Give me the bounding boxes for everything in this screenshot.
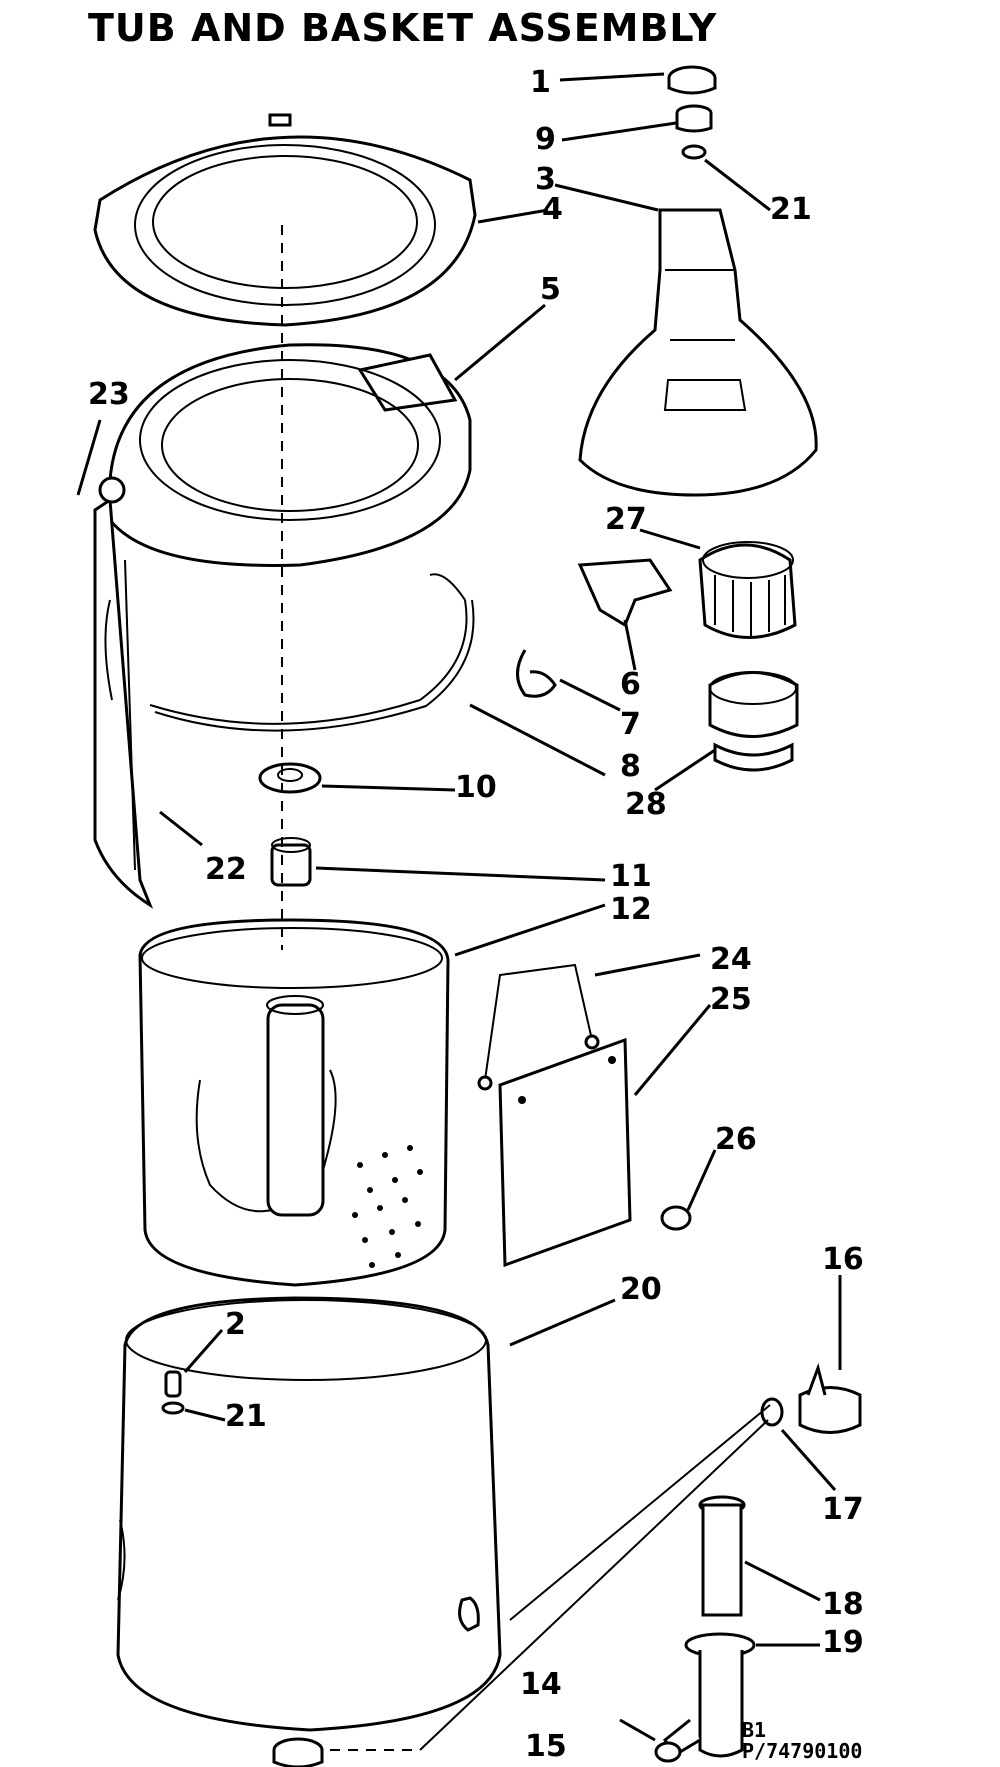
clip-part bbox=[479, 965, 598, 1089]
bushing-part bbox=[272, 838, 310, 885]
callout-12: 12 bbox=[610, 892, 652, 927]
callout-8: 8 bbox=[620, 749, 641, 784]
part-number: P/74790100 bbox=[742, 1739, 863, 1763]
callout-2: 2 bbox=[225, 1307, 246, 1342]
callout-24: 24 bbox=[710, 942, 752, 977]
outer-tub-part bbox=[118, 1298, 500, 1730]
callout-17: 17 bbox=[822, 1492, 864, 1527]
bolt-part bbox=[163, 1372, 183, 1413]
callout-28: 28 bbox=[625, 787, 667, 822]
ring-part bbox=[683, 146, 705, 158]
cam-part bbox=[700, 542, 795, 638]
callout-10: 10 bbox=[455, 770, 497, 805]
filter-panel-part bbox=[500, 1040, 630, 1265]
callout-6: 6 bbox=[620, 667, 641, 702]
clamp-part bbox=[762, 1399, 782, 1425]
hose-part bbox=[700, 1497, 744, 1615]
tub-cover-part bbox=[95, 345, 470, 905]
plug-part bbox=[662, 1207, 690, 1229]
callout-4: 4 bbox=[542, 192, 563, 227]
tub-ring-part bbox=[95, 115, 475, 325]
agitator-part bbox=[580, 210, 816, 495]
callout-20: 20 bbox=[620, 1272, 662, 1307]
callout-21-top: 21 bbox=[770, 192, 812, 227]
callout-5: 5 bbox=[540, 272, 561, 307]
pump-part bbox=[800, 1368, 860, 1433]
callout-11: 11 bbox=[610, 859, 652, 894]
bracket-part bbox=[580, 560, 670, 625]
callout-22: 22 bbox=[205, 852, 247, 887]
seal-part bbox=[677, 106, 711, 131]
basket-part bbox=[140, 920, 448, 1285]
assembly-axis bbox=[282, 225, 420, 1750]
callout-1: 1 bbox=[530, 65, 551, 100]
clutch-part bbox=[710, 672, 797, 770]
basket-holes bbox=[352, 1145, 423, 1268]
callout-19: 19 bbox=[822, 1625, 864, 1660]
callout-25: 25 bbox=[710, 982, 752, 1017]
cap-part bbox=[669, 67, 715, 93]
callout-9: 9 bbox=[535, 122, 556, 157]
nut-part bbox=[260, 764, 320, 792]
hinge-clip-part bbox=[518, 650, 556, 696]
callout-16: 16 bbox=[822, 1242, 864, 1277]
callout-14: 14 bbox=[520, 1667, 562, 1702]
drain-line bbox=[420, 1405, 770, 1750]
callout-15: 15 bbox=[525, 1729, 567, 1764]
callout-23: 23 bbox=[88, 377, 130, 412]
elbow-part bbox=[656, 1634, 754, 1761]
callout-18: 18 bbox=[822, 1587, 864, 1622]
seal-ring-part bbox=[150, 574, 474, 730]
diagram-footer: B1 P/74790100 bbox=[742, 1720, 862, 1762]
callout-7: 7 bbox=[620, 707, 641, 742]
diagram-title: TUB AND BASKET ASSEMBLY bbox=[88, 6, 718, 50]
callout-3: 3 bbox=[535, 162, 556, 197]
footer-code: B1 bbox=[742, 1718, 767, 1742]
leader-lines bbox=[78, 74, 840, 1740]
coupling-part bbox=[274, 1739, 322, 1767]
callout-26: 26 bbox=[715, 1122, 757, 1157]
callout-27: 27 bbox=[605, 502, 647, 537]
callout-21-bottom: 21 bbox=[225, 1399, 267, 1434]
